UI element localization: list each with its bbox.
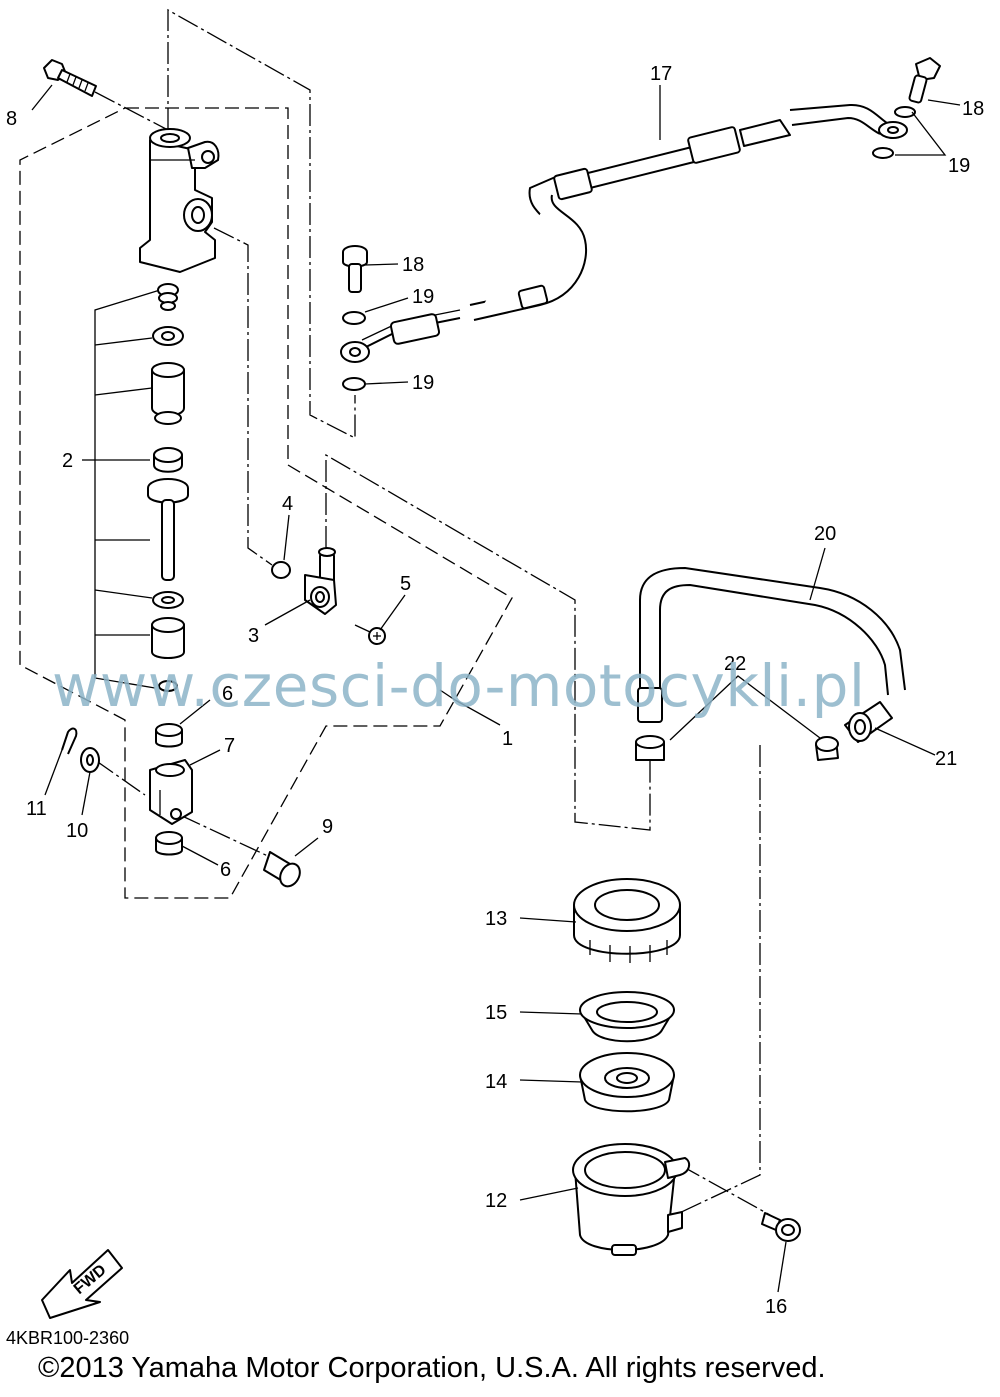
diaphragm-plate-15 [579,991,675,1043]
reservoir-cap-13 [573,878,681,963]
reservoir-hose-20 [637,567,906,743]
washer-19-left-b [342,377,366,391]
assembly-boundary [19,107,513,899]
callout-1: 1 [502,728,513,750]
callout-3: 3 [248,625,259,647]
bolt-16 [761,1212,801,1242]
callout-21: 21 [935,748,957,770]
nut-6-lower [155,831,183,856]
screw-5 [354,624,386,645]
diagram-code: 4KBR100-2360 [6,1328,130,1348]
hose-clamp-22-right [815,736,839,761]
hose-joint-3 [304,547,337,615]
callout-17: 17 [650,63,672,85]
union-bolt-18-right [908,57,941,104]
centerline-reservoir-hose [325,453,651,831]
callout-22: 22 [724,653,746,675]
callout-10: 10 [66,820,88,842]
nut-6-upper [155,723,183,748]
bracket-part-2 [94,289,161,689]
callout-18-left: 18 [402,254,424,276]
callout-20: 20 [814,523,836,545]
callout-8: 8 [6,108,17,130]
callout-15: 15 [485,1002,507,1024]
washer-19-left-a [342,311,366,325]
washer-19-right-b [872,147,894,159]
diaphragm-14 [579,1052,675,1113]
centerline-washer [94,759,146,796]
centerline-reservoir-bolt [674,745,761,1216]
callout-6-upper: 6 [222,683,233,705]
centerline-screw-16 [679,1164,771,1216]
callout-6-lower: 6 [220,859,231,881]
callout-11: 11 [26,798,47,820]
centerline-pin [179,814,271,858]
callout-4: 4 [282,493,293,515]
centerline-oring [213,227,273,566]
callout-16: 16 [765,1296,787,1318]
callout-12: 12 [485,1190,507,1212]
callout-19-left-a: 19 [412,286,434,308]
bolt-8 [43,59,97,97]
cotter-pin-11 [61,727,78,755]
fwd-arrow-icon: FWD [41,1249,123,1319]
o-ring-4 [271,561,291,579]
callout-19-left-b: 19 [412,372,434,394]
clevis-7 [149,759,193,825]
callout-2: 2 [62,450,73,472]
callout-7: 7 [224,735,235,757]
centerline-main [167,8,356,440]
reservoir-tank-12 [572,1143,691,1256]
callout-14: 14 [485,1071,507,1093]
hose-clamp-22-left [635,735,665,761]
brake-hose-17 [340,103,908,363]
watermark-url: www.czesci-do-motocykli.pl [52,652,866,720]
callout-9: 9 [322,816,333,838]
callout-5: 5 [400,573,411,595]
piston-kit-2 [147,283,189,692]
copyright-notice: ©2013 Yamaha Motor Corporation, U.S.A. A… [38,1352,826,1384]
callout-19-right: 19 [948,155,970,177]
master-cylinder-body [139,128,220,273]
pin-9 [263,851,301,888]
centerline-bolt-8 [94,91,169,131]
washer-19-right-a [894,106,916,118]
union-bolt-18-left [342,245,368,293]
callout-18-right: 18 [962,98,984,120]
callout-13: 13 [485,908,507,930]
